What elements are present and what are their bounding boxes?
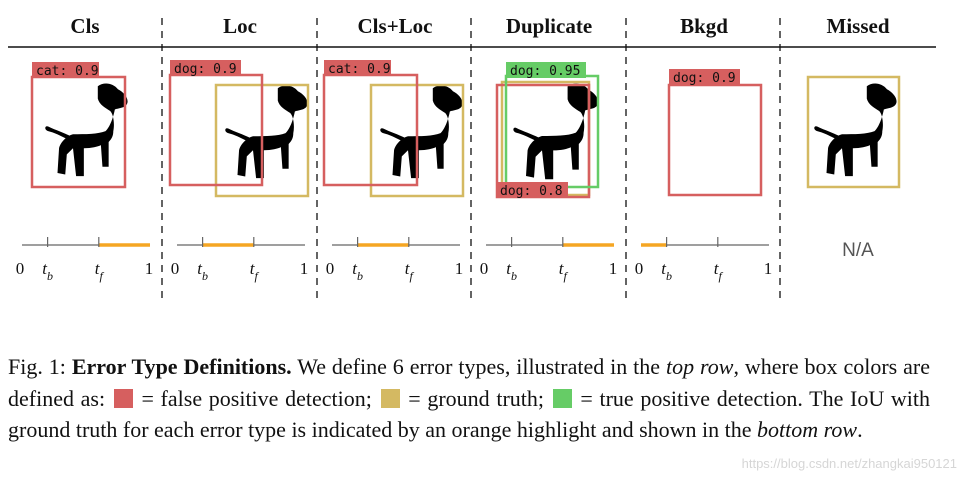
tick-label-zero: 0 [171,259,180,278]
caption-text: . [857,417,863,442]
tick-label-tb: tb [661,259,672,283]
tick-label-one: 1 [455,259,464,278]
column-title-missed: Missed [826,14,890,38]
true-positive-swatch [552,388,572,408]
detection-label-false-positive: dog: 0.8 [500,184,563,199]
panel-missed [806,75,901,189]
tick-label-zero: 0 [326,259,335,278]
dog-silhouette-icon [45,83,128,177]
column-title-bkgd: Bkgd [680,14,728,38]
panel-cls: cat: 0.9 [30,62,128,189]
tick-label-zero: 0 [635,259,644,278]
panel-cls-loc: cat: 0.9 [322,60,465,198]
caption-text: = false positive detection; [141,385,372,411]
caption-text: = ground truth; [408,385,545,411]
tick-label-tb: tb [42,259,53,283]
panel-duplicate: dog: 0.95 dog: 0.8 [495,62,600,199]
caption-text: , where box colors are defined as: [8,354,931,411]
detection-label-bg [170,60,241,76]
panel-loc: dog: 0.9 [168,60,310,198]
false-positive-swatch [113,388,133,408]
dog-silhouette-icon [380,85,463,179]
tick-label-tb: tb [506,259,517,283]
ground-truth-box [806,75,901,189]
dog-silhouette-icon [513,83,599,180]
column-title-cls-loc: Cls+Loc [357,14,433,38]
detection-label-true-positive: dog: 0.95 [510,64,580,79]
detection-label-bg [506,62,586,78]
detection-label-bg [497,182,568,198]
panel-bkgd: dog: 0.9 [667,69,763,197]
false-positive-box [667,83,763,197]
figure-canvas: cat: 0.9 dog: 0.9 cat: 0.9 dog: 0.95 [8,18,936,300]
dog-silhouette-icon [814,83,897,177]
tick-label-tf: tf [405,259,415,283]
tick-label-one: 1 [145,259,154,278]
detection-label: dog: 0.9 [673,71,736,86]
detection-label-bg [32,62,99,78]
tick-label-one: 1 [300,259,309,278]
tick-label-tf: tf [714,259,724,283]
caption-text: We define 6 error types, illustrated in … [297,354,661,379]
tick-label-zero: 0 [480,259,489,278]
caption-title: Error Type Definitions. [71,354,292,379]
ground-truth-swatch [380,388,400,408]
detection-label: dog: 0.9 [174,62,237,77]
tick-label-one: 1 [609,259,618,278]
dog-silhouette-icon [225,85,308,179]
caption-top-row: top row [666,354,734,379]
column-separators [161,18,781,300]
detection-label: cat: 0.9 [36,64,99,79]
caption-fig-label: Fig. 1: [8,354,66,379]
tick-label-tf: tf [95,259,105,283]
column-title-loc: Loc [223,14,257,38]
iou-not-applicable: N/A [842,240,874,261]
column-title-duplicate: Duplicate [505,14,593,38]
caption-bottom-row: bottom row [757,417,858,442]
figure-caption: Fig. 1: Error Type Definitions. We defin… [8,351,930,446]
caption-text: = true positive detection. The IoU with … [8,385,931,443]
tick-label-one: 1 [764,259,773,278]
tick-label-tf: tf [559,259,569,283]
tick-label-tb: tb [352,259,363,283]
watermark: https://blog.csdn.net/zhangkai950121 [741,456,957,471]
detection-label: cat: 0.9 [328,62,391,77]
column-title-cls: Cls [70,14,100,38]
tick-label-zero: 0 [16,259,25,278]
tick-label-tb: tb [197,259,208,283]
tick-label-tf: tf [250,259,260,283]
detection-label-bg [669,69,740,85]
detection-label-bg [324,60,391,76]
error-type-figure: Cls Loc Cls+Loc Duplicate Bkgd Missed ca… [8,14,936,300]
